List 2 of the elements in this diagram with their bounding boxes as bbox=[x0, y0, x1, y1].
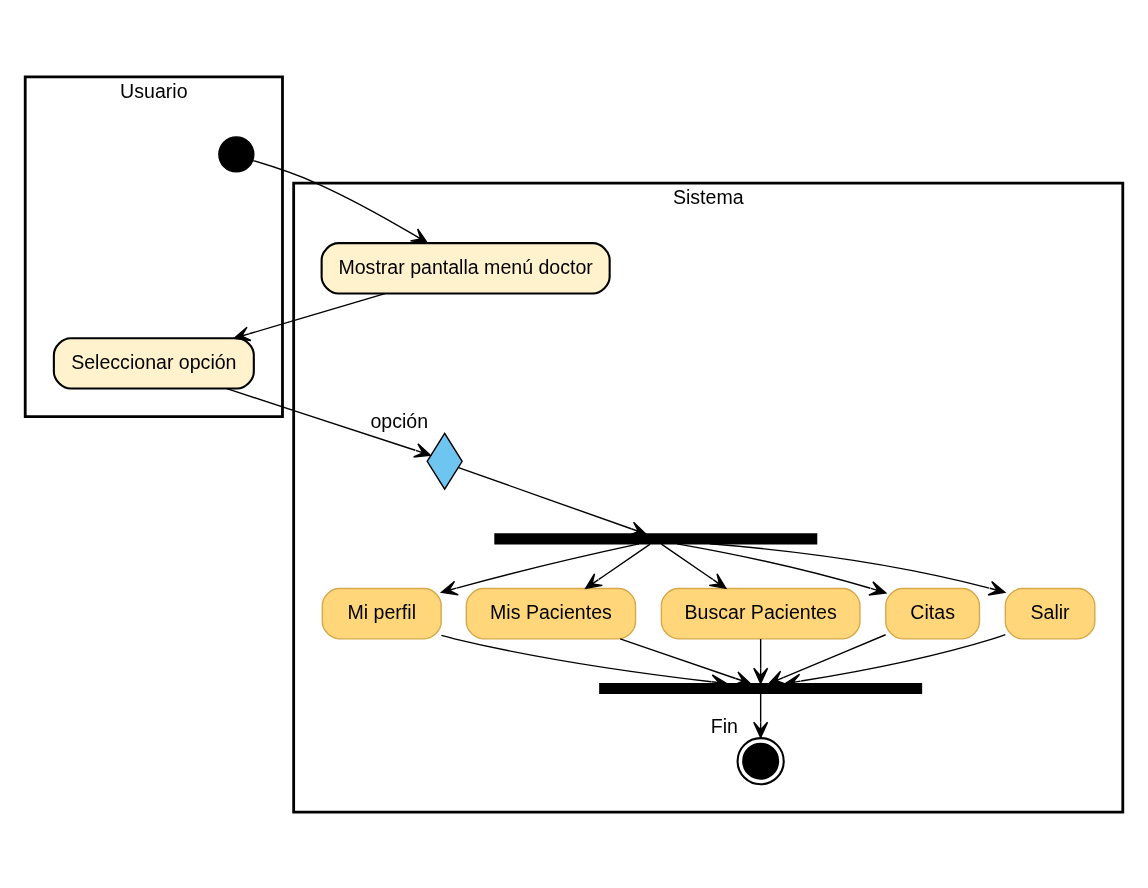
node-label: opción bbox=[370, 409, 429, 432]
node-label: Fin bbox=[710, 714, 738, 737]
